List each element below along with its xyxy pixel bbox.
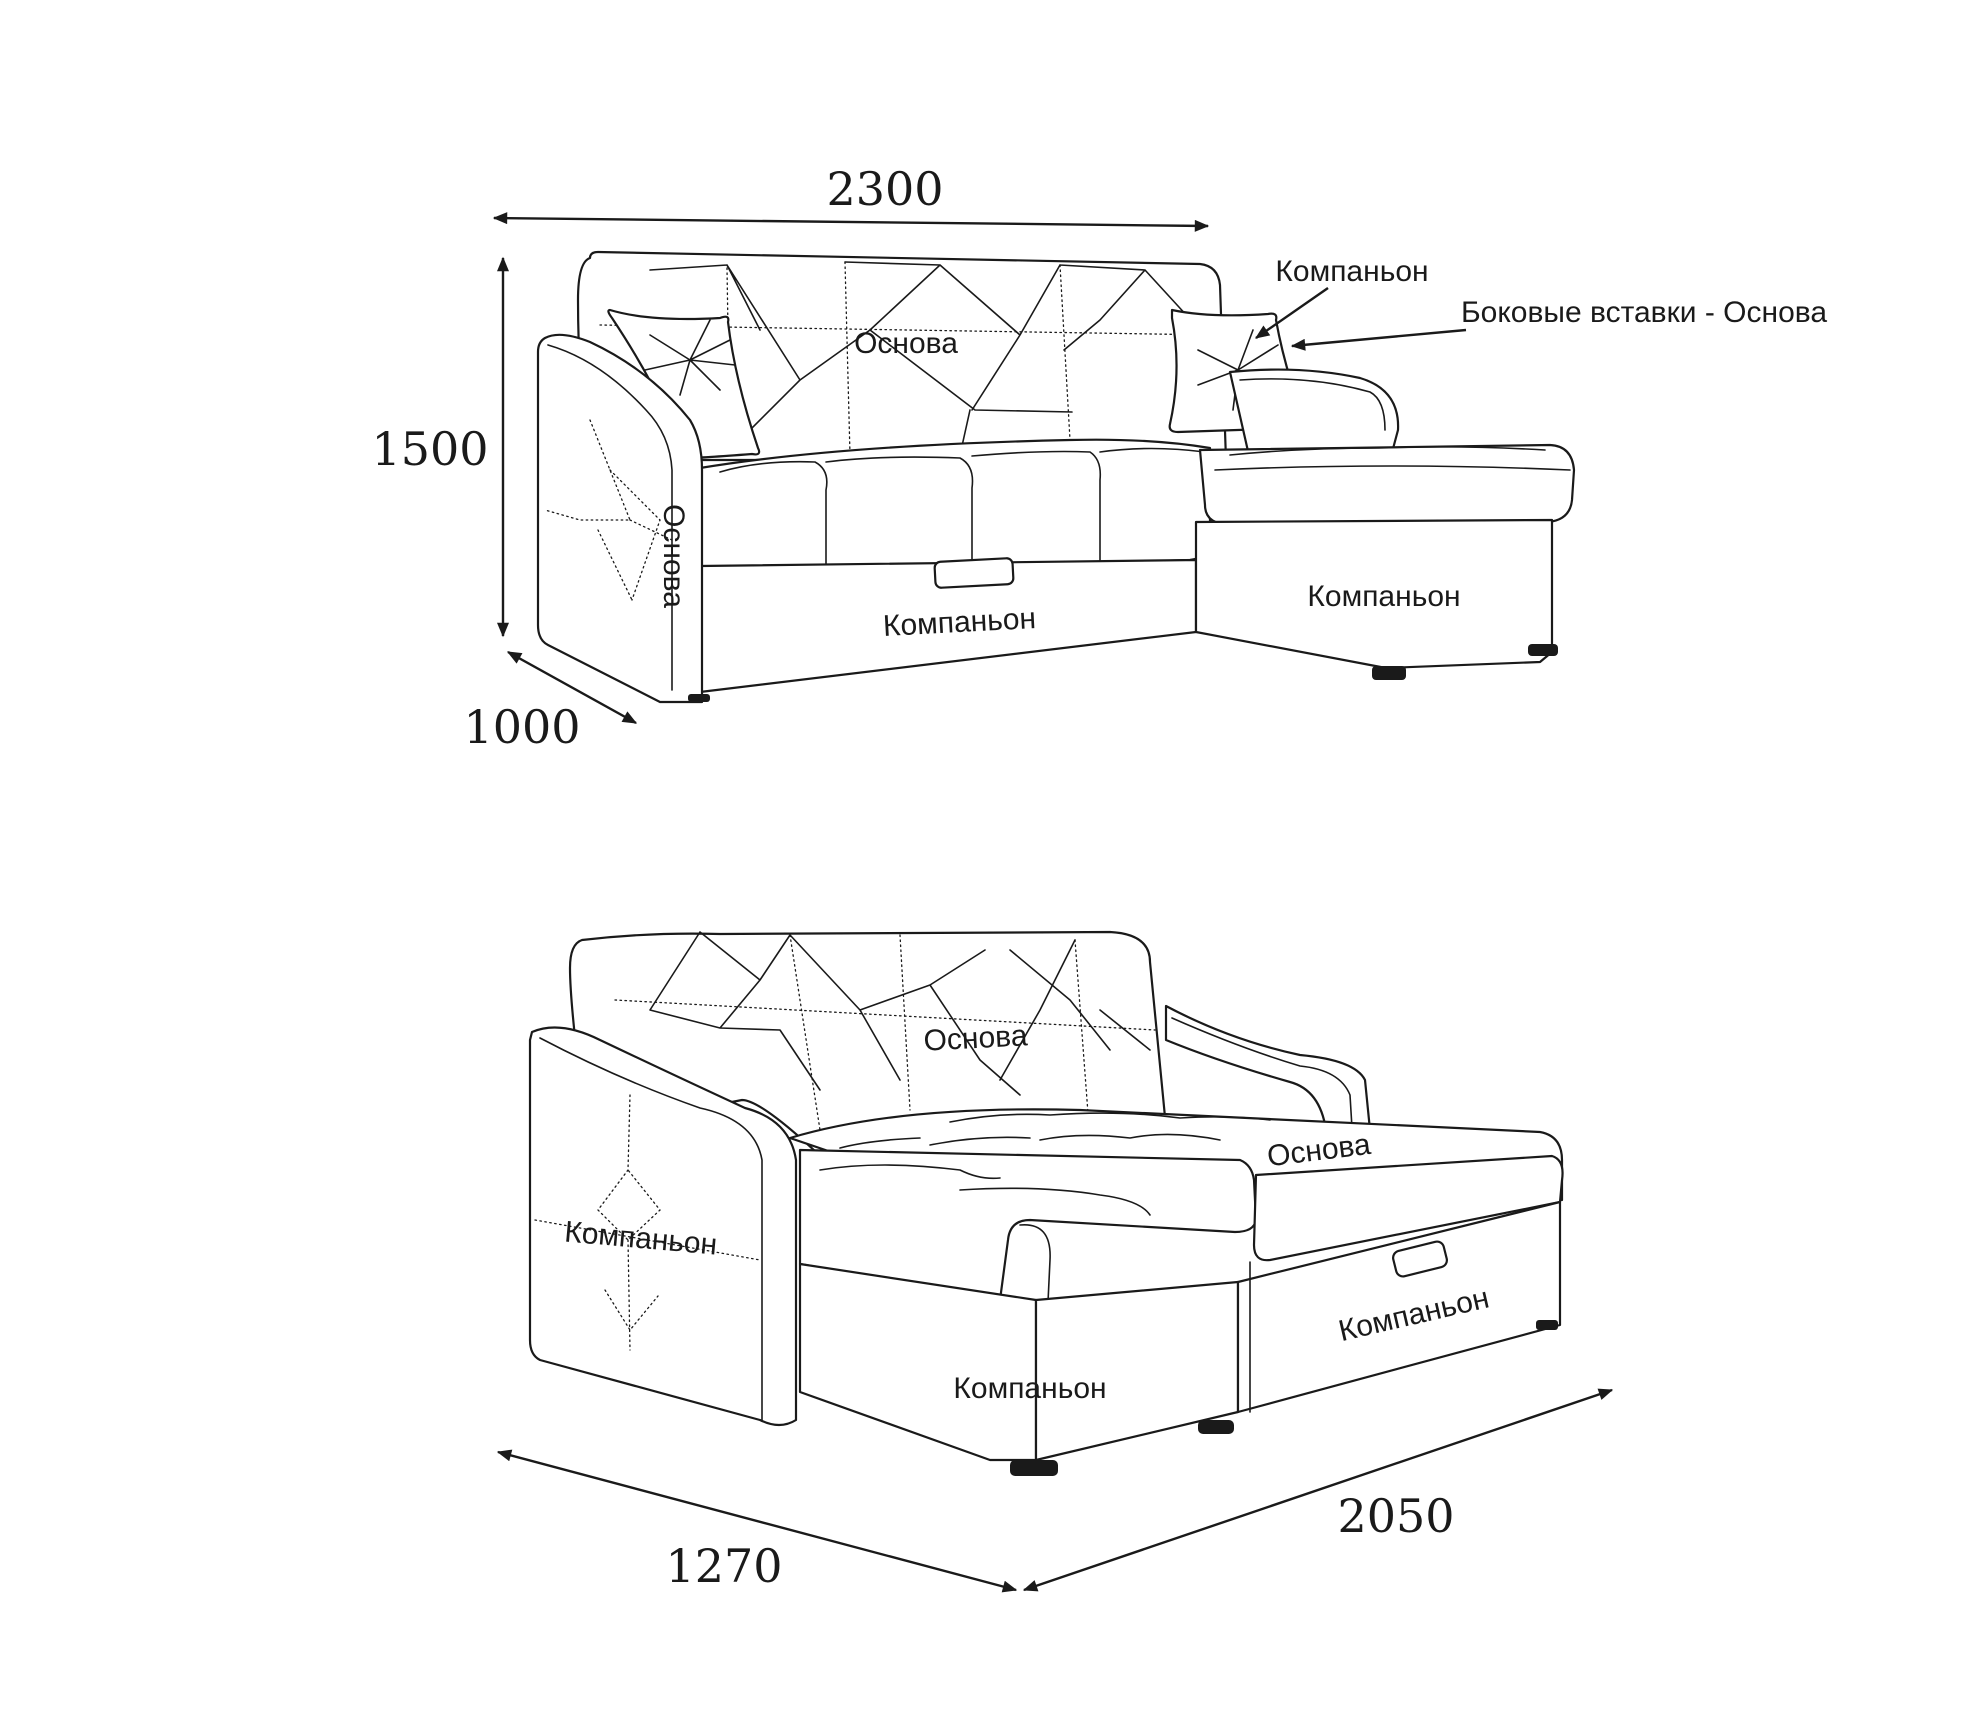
- dim-1270: 1270: [665, 1539, 782, 1593]
- top-leg-1: [688, 694, 710, 702]
- bottom-right-base: [1236, 1200, 1562, 1414]
- top-labels: Основа Основа Компаньон Компаньон Компан…: [657, 255, 1827, 643]
- label-bottom-front: Компаньон: [953, 1372, 1106, 1405]
- dim-2300: 2300: [826, 162, 943, 216]
- bottom-back-tufting: [649, 931, 1151, 1096]
- length-2050-line: [1022, 1388, 1614, 1592]
- bottom-armrest-stitch: [534, 1094, 761, 1351]
- dim-1000: 1000: [463, 700, 580, 754]
- bottom-leg-2: [1198, 1420, 1234, 1434]
- top-left-pillow-star: [644, 319, 736, 396]
- side-inserts-callout-arrow: [1290, 328, 1467, 351]
- top-chaise-base: [1194, 518, 1554, 670]
- depth-1000-line: [506, 650, 638, 725]
- bottom-leg-3: [1536, 1320, 1558, 1330]
- width-2300-line: [492, 212, 1210, 232]
- bottom-leg-1: [1010, 1460, 1058, 1476]
- top-leg-3: [1528, 644, 1558, 656]
- label-side-inserts-callout: Боковые вставки - Основа: [1461, 296, 1827, 329]
- depth-1270-line: [496, 1449, 1018, 1593]
- top-seat-cushions: [698, 438, 1212, 577]
- bottom-right-armrest: [1164, 1004, 1372, 1132]
- top-dimensions: 2300 1500 1000: [371, 162, 1210, 754]
- label-bottom-back: Основа: [923, 1019, 1029, 1057]
- top-leg-2: [1372, 666, 1406, 680]
- dim-1500: 1500: [371, 422, 488, 476]
- bottom-left-seat-block: [798, 1148, 1258, 1302]
- top-right-armrest: [1228, 368, 1400, 462]
- top-left-armrest: [536, 333, 704, 704]
- bottom-drawer-handle[interactable]: [1392, 1240, 1449, 1278]
- top-back-stitch: [599, 261, 1216, 456]
- top-drawer-handle[interactable]: [933, 557, 1015, 589]
- label-top-side: Основа: [657, 504, 690, 608]
- pillow-callout-arrow: [1255, 287, 1329, 339]
- dim-2050: 2050: [1337, 1489, 1454, 1543]
- bottom-dimensions: 1270 2050: [496, 1388, 1614, 1593]
- bottom-left-armrest: [528, 1026, 798, 1427]
- label-top-back: Основа: [854, 327, 958, 360]
- top-sofa-drawing: [536, 250, 1576, 704]
- top-chaise-seat: [1198, 443, 1576, 527]
- label-top-front: Компаньон: [882, 602, 1037, 643]
- top-armrest-stitch: [544, 419, 673, 601]
- label-top-chaise-front: Компаньон: [1307, 580, 1460, 613]
- label-pillow-callout: Компаньон: [1275, 255, 1428, 288]
